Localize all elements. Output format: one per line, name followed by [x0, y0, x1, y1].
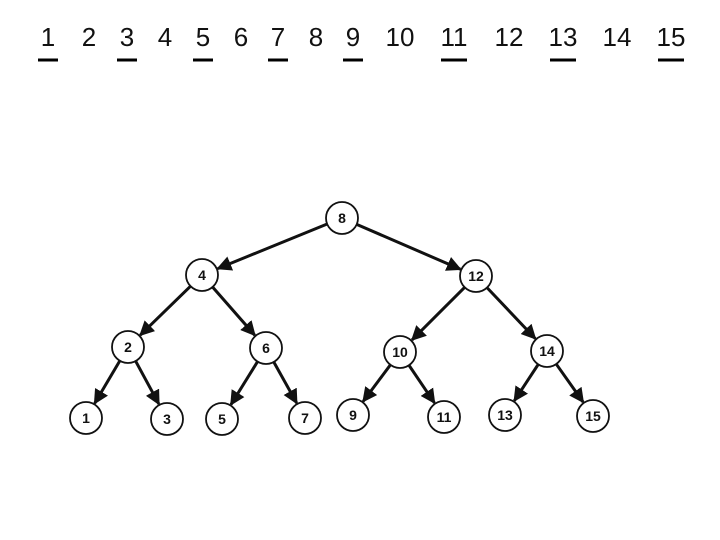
sequence-number: 5: [196, 22, 210, 52]
tree-node-5: 5: [205, 402, 239, 436]
sequence-item-7: 7: [268, 22, 288, 62]
sequence-item-5: 5: [193, 22, 213, 62]
node-circle: [530, 334, 564, 368]
edge-10-to-9: [361, 363, 392, 403]
sequence-number: 6: [234, 22, 248, 52]
tree-node-10: 10: [383, 335, 417, 369]
node-circle: [185, 258, 219, 292]
sequence-item-15: 15: [657, 22, 686, 62]
sequence-item-3: 3: [117, 22, 137, 62]
tree-node-15: 15: [576, 399, 610, 433]
sequence-item-9: 9: [343, 22, 363, 62]
sequence-item-13: 13: [549, 22, 578, 62]
sequence-item-11: 11: [441, 22, 468, 62]
node-circle: [288, 401, 322, 435]
edge-2-to-3: [134, 360, 161, 406]
edge-12-to-10: [410, 286, 466, 342]
node-label: 5: [218, 411, 226, 427]
node-label: 3: [163, 411, 171, 427]
sequence-number: 13: [549, 22, 578, 52]
node-circle: [459, 259, 493, 293]
node-circle: [249, 331, 283, 365]
sequence-number: 15: [657, 22, 686, 52]
sequence-number: 10: [386, 22, 415, 52]
sequence-item-8: 8: [309, 22, 323, 52]
edge-2-to-1: [93, 360, 122, 405]
tree-node-6: 6: [249, 331, 283, 365]
tree-node-3: 3: [150, 402, 184, 436]
node-label: 4: [198, 267, 206, 283]
sequence-number: 12: [495, 22, 524, 52]
tree-node-13: 13: [488, 398, 522, 432]
node-label: 2: [124, 339, 132, 355]
node-label: 12: [468, 268, 484, 284]
sequence-number: 14: [603, 22, 632, 52]
tree-node-1: 1: [69, 401, 103, 435]
edge-8-to-12: [356, 222, 462, 271]
tree-node-14: 14: [530, 334, 564, 368]
edge-4-to-2: [139, 285, 192, 337]
node-circle: [69, 401, 103, 435]
tree-edges: [93, 222, 585, 406]
edge-6-to-5: [229, 360, 259, 406]
node-circle: [336, 398, 370, 432]
edge-10-to-11: [407, 364, 436, 405]
tree-node-4: 4: [185, 258, 219, 292]
tree-node-12: 12: [459, 259, 493, 293]
node-label: 15: [585, 408, 601, 424]
node-circle: [325, 201, 359, 235]
node-circle: [111, 330, 145, 364]
edge-14-to-13: [513, 363, 540, 403]
sequence-number: 11: [441, 22, 468, 52]
sequence-item-1: 1: [38, 22, 58, 62]
sequence-number: 2: [82, 22, 96, 52]
sequence-item-14: 14: [603, 22, 632, 52]
edge-14-to-15: [555, 363, 585, 404]
node-circle: [383, 335, 417, 369]
sequence-number: 9: [346, 22, 360, 52]
sequence-number: 1: [41, 22, 55, 52]
node-label: 11: [437, 409, 452, 425]
sequence-number: 4: [158, 22, 172, 52]
sequence-item-4: 4: [158, 22, 172, 52]
node-label: 1: [82, 410, 90, 426]
sequence-item-10: 10: [386, 22, 415, 52]
tree-node-2: 2: [111, 330, 145, 364]
node-label: 8: [338, 210, 346, 226]
node-label: 13: [497, 407, 513, 423]
node-circle: [488, 398, 522, 432]
node-circle: [205, 402, 239, 436]
node-circle: [427, 400, 461, 434]
node-label: 9: [349, 407, 357, 423]
node-circle: [150, 402, 184, 436]
edge-12-to-14: [485, 286, 537, 340]
tree-node-7: 7: [288, 401, 322, 435]
sequence-number: 7: [271, 22, 285, 52]
tree-node-8: 8: [325, 201, 359, 235]
edge-6-to-7: [272, 361, 299, 405]
node-label: 14: [539, 343, 555, 359]
tree-node-9: 9: [336, 398, 370, 432]
tree-node-11: 11: [427, 400, 461, 434]
edge-8-to-4: [216, 222, 328, 271]
sequence-number: 8: [309, 22, 323, 52]
node-label: 7: [301, 410, 309, 426]
node-label: 6: [262, 340, 270, 356]
sequence-item-12: 12: [495, 22, 524, 52]
sequence-number: 3: [120, 22, 134, 52]
node-circle: [576, 399, 610, 433]
sequence-item-6: 6: [234, 22, 248, 52]
node-label: 10: [392, 344, 408, 360]
sequence-item-2: 2: [82, 22, 96, 52]
edge-4-to-6: [211, 286, 256, 337]
